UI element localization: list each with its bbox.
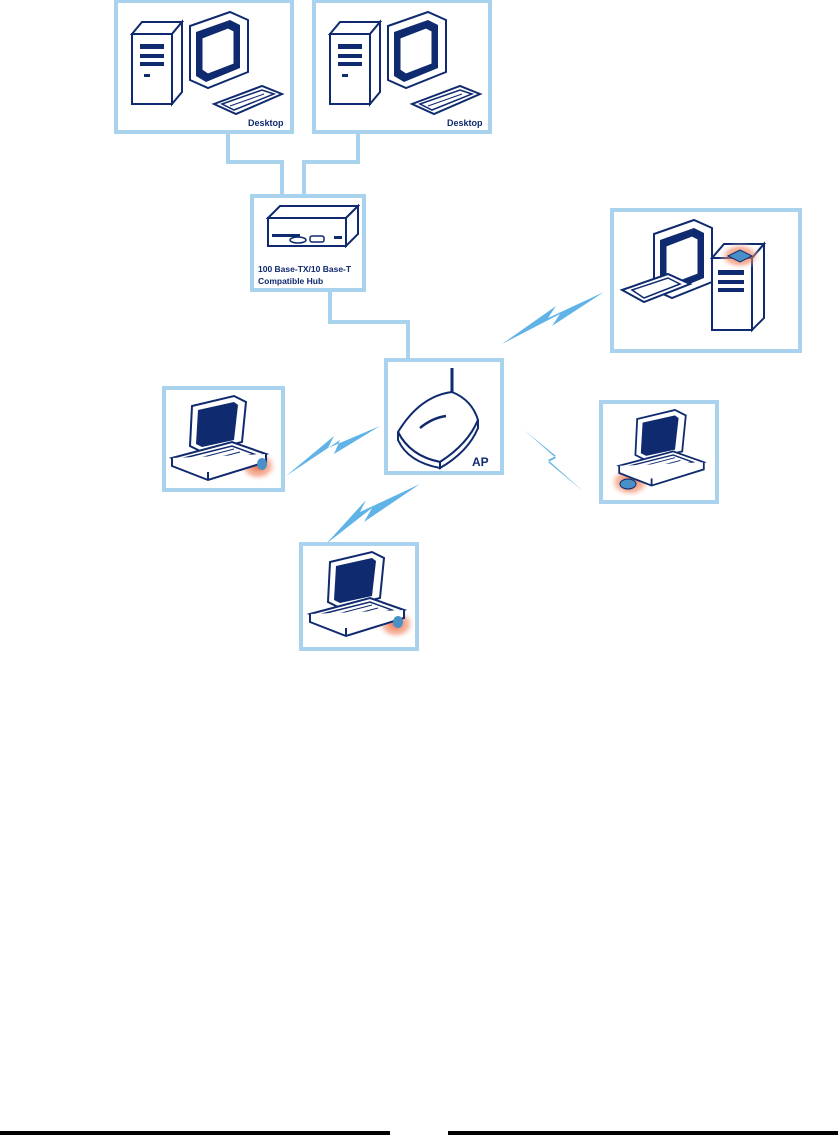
wireless-ap-to-desktop-right: [502, 292, 604, 344]
link-hub-to-ap: [330, 290, 408, 360]
wireless-desktop-node: [612, 210, 800, 351]
wireless-ap-to-laptop-right: [524, 430, 584, 492]
link-desktop-left-to-hub: [228, 132, 282, 196]
hub-icon: [268, 206, 358, 246]
desktop-left-node: Desktop: [116, 1, 292, 132]
wireless-ap-to-laptop-left: [286, 426, 380, 476]
desktop-right-label: Desktop: [447, 118, 483, 128]
wireless-ap-to-laptop-bottom: [326, 484, 420, 544]
hub-label-line2: Compatible Hub: [258, 276, 323, 286]
footer-rule-right: [448, 1131, 838, 1135]
wireless-adapter-icon: [393, 616, 403, 628]
link-desktop-right-to-hub: [304, 132, 358, 196]
wireless-adapter-icon: [620, 479, 636, 489]
hub-label-line1: 100 Base-TX/10 Base-T: [258, 264, 352, 274]
desktop-right-node: Desktop: [314, 1, 490, 132]
laptop-right-node: [601, 402, 717, 502]
footer-rule-left: [0, 1131, 390, 1135]
desktop-left-label: Desktop: [248, 118, 284, 128]
hub-node: 100 Base-TX/10 Base-T Compatible Hub: [252, 196, 364, 290]
laptop-bottom-node: [301, 544, 417, 649]
laptop-left-node: [164, 388, 283, 490]
wireless-adapter-icon: [257, 458, 267, 470]
access-point-label: AP: [472, 455, 489, 469]
access-point-node: AP: [386, 360, 502, 473]
